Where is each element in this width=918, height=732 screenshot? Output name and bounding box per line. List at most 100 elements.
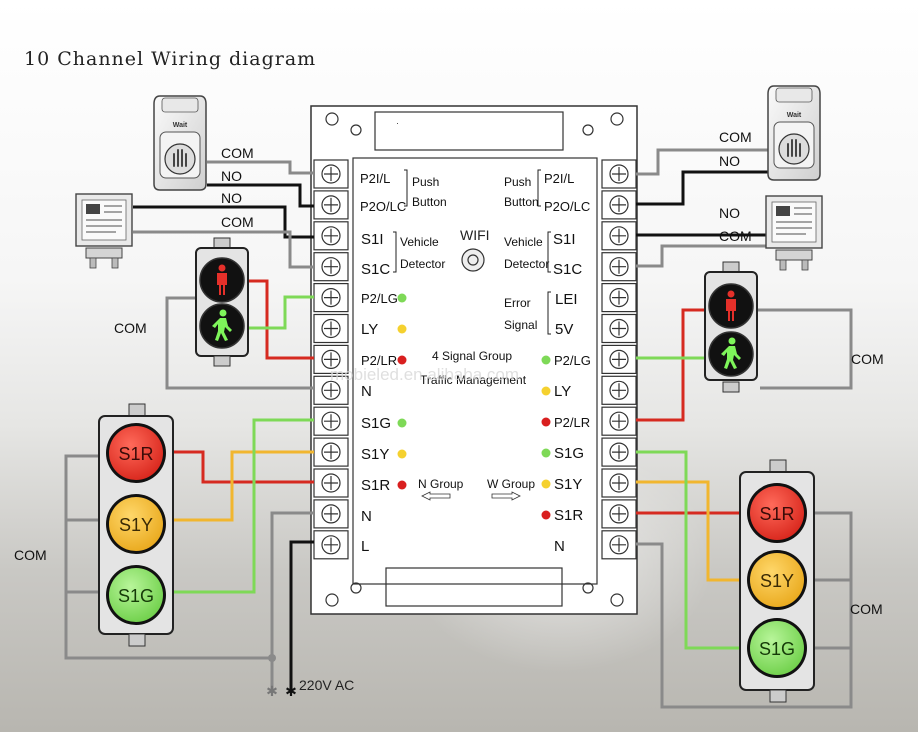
right-no-1-label: NO [719,153,740,169]
right-signal-com-label: COM [850,601,883,617]
left-label-ly: LY [361,321,378,338]
pedestrian-signal-left [195,237,249,367]
ground-terminal-icon: ✱ [266,683,278,699]
vehicle-right-label-2: Detector [504,257,549,271]
vehicle-right-label-1: Vehicle [504,235,543,249]
right-no-2-label: NO [719,205,740,221]
left-label-n2: N [361,508,372,525]
traffic-signal-right: S1R S1Y S1G [739,459,815,703]
vehicle-detector-left [75,193,133,269]
red-lamp [750,486,804,540]
error-signal-label-1: Error [504,296,531,310]
center-title-1: 4 Signal Group [432,349,512,363]
right-yellow-lamp-label: S1Y [760,571,794,591]
right-label-p2lr: P2/LR [554,415,590,430]
left-label-p2lg: P2/LG [361,291,398,306]
left-label-p2il: P2I/L [360,171,390,186]
push-button-left-label: Wait [173,122,188,129]
red-lamp [109,426,163,480]
led-left-s1r [397,480,407,490]
left-label-p2lr: P2/LR [361,353,397,368]
right-label-s1y: S1Y [554,476,582,493]
right-label-ly: LY [554,383,571,400]
left-label-p2olc: P2O/LC [360,199,406,214]
left-yellow-lamp-label: S1Y [119,515,153,535]
green-lamp [750,621,804,675]
push-button-right-label-1: Push [504,175,531,189]
traffic-signal-left: S1R S1Y S1G [98,403,174,647]
green-lamp [109,568,163,622]
wire-labels: COM NO NO COM COM NO NO COM COM COM COM … [14,129,884,617]
left-label-l: L [361,538,369,555]
red-standing-man-icon [726,290,736,321]
led-right-ly [541,386,551,396]
yellow-lamp [109,497,163,551]
led-right-p2lg [541,355,551,365]
right-green-lamp-label: S1G [759,639,795,659]
left-red-lamp-label: S1R [118,444,153,464]
right-com-top-label: COM [719,129,752,145]
led-right-p2lr [541,417,551,427]
left-label-s1i: S1I [361,231,384,248]
diagram-title: 10 Channel Wiring diagram [24,48,316,70]
left-terminal-block [313,159,349,560]
junction-node [268,654,276,662]
yellow-lamp [750,553,804,607]
hand-icon [164,143,196,175]
center-title-2: Traffic Management [420,373,527,387]
pedestrian-signal-right [704,261,758,393]
error-signal-label-2: Signal [504,318,537,332]
power-terminal-icon: ✱ [285,683,297,699]
svg-text:·: · [396,118,399,128]
power-label: 220V AC [299,677,354,693]
right-label-s1i: S1I [553,231,576,248]
w-group-label: W Group [487,477,535,491]
push-button-right-label-2: Button [504,195,539,209]
vehicle-label-2: Detector [400,257,445,271]
right-label-s1c: S1C [553,261,582,278]
right-label-s1r: S1R [554,507,583,524]
n-group-label: N Group [418,477,464,491]
right-com-2-label: COM [719,228,752,244]
right-label-lei: LEI [555,291,578,308]
left-label-s1r: S1R [361,477,390,494]
left-green-lamp-label: S1G [118,586,154,606]
left-com-top-label: COM [221,145,254,161]
right-terminal-block [601,159,637,560]
right-ped-com-label: COM [851,351,884,367]
right-label-5v: 5V [555,321,573,338]
hand-icon [778,133,810,165]
left-ped-com-label: COM [114,320,147,336]
left-com-2-label: COM [221,214,254,230]
left-label-s1y: S1Y [361,446,389,463]
right-label-p2lg: P2/LG [554,353,591,368]
right-label-p2il: P2I/L [544,171,574,186]
wires [64,148,853,709]
left-no-1-label: NO [221,168,242,184]
wifi-label: WIFI [460,227,490,243]
watermark: mobieled.en.alibaba.com [330,365,519,384]
right-red-lamp-label: S1R [759,504,794,524]
push-button-label-2: Button [412,195,447,209]
right-label-s1g: S1G [554,445,584,462]
push-button-right-label: Wait [787,112,802,119]
led-right-s1y [541,479,551,489]
led-left-s1g [397,418,407,428]
right-label-n: N [554,538,565,555]
n-group-arrow-icon [421,491,451,501]
push-button-label-1: Push [412,175,439,189]
push-button-right: Wait [767,85,821,181]
w-group-arrow-icon [491,491,521,501]
controller-labels: P2I/L P2O/LC Push Button S1I S1C Vehicle… [330,169,591,555]
green-walking-man-icon [212,309,232,341]
left-no-2-label: NO [221,190,242,206]
left-label-n: N [361,383,372,400]
green-walking-man-icon [721,337,741,369]
push-button-left: Wait [153,95,207,191]
led-left-p2lg [397,293,407,303]
led-left-s1y [397,449,407,459]
vehicle-label-1: Vehicle [400,235,439,249]
led-right-s1r [541,510,551,520]
left-label-s1g: S1G [361,415,391,432]
